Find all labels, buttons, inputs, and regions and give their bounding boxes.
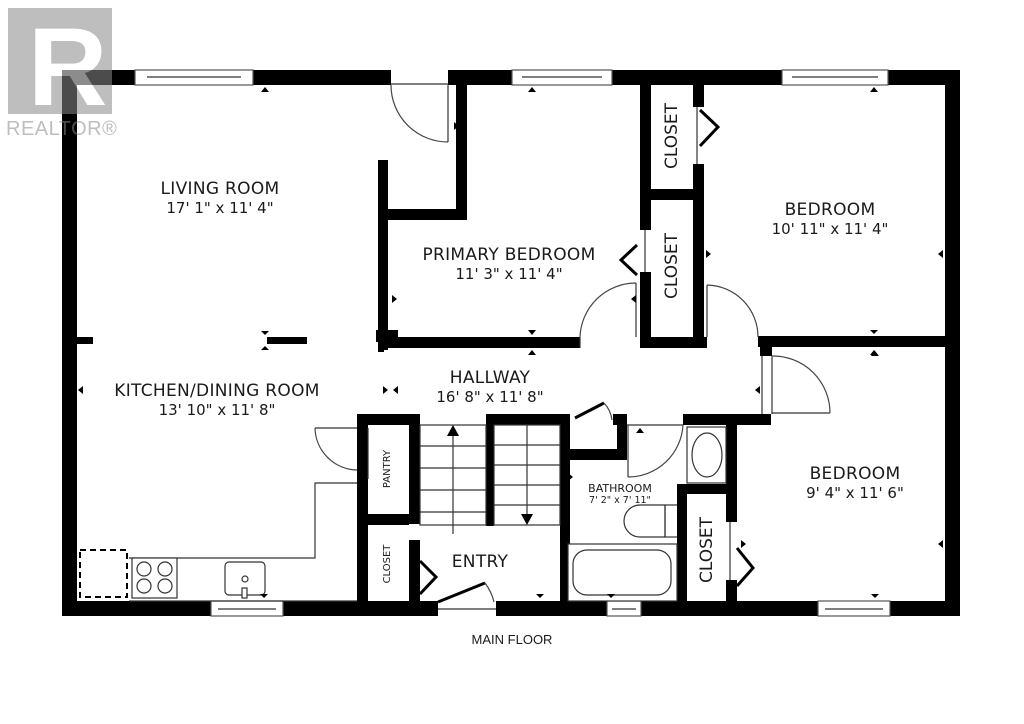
room-dimensions: 13' 10" x 11' 8" (158, 400, 276, 419)
realtor-watermark: R REALTOR® (6, 6, 117, 140)
room-label-living-room: LIVING ROOM 17' 1" x 11' 4" (120, 179, 320, 217)
closet-label-bedroom-2: CLOSET (697, 516, 717, 584)
room-name: ENTRY (451, 552, 509, 572)
room-name: BEDROOM (809, 464, 901, 484)
kitchen-fixtures (79, 482, 357, 602)
room-dimensions: 9' 4" x 11' 6" (806, 483, 904, 502)
room-label-hallway: HALLWAY 16' 8" x 11' 8" (400, 368, 580, 406)
pantry-label: PANTRY (382, 449, 393, 489)
room-label-primary-bedroom: PRIMARY BEDROOM 11' 3" x 11' 4" (394, 245, 624, 283)
room-label-entry: ENTRY (430, 552, 530, 573)
room-dimensions: 7' 2" x 7' 11" (589, 494, 651, 506)
room-name: BATHROOM (588, 482, 652, 495)
room-label-bathroom: BATHROOM 7' 2" x 7' 11" (570, 482, 670, 507)
floor-label: MAIN FLOOR (471, 632, 553, 647)
room-name: LIVING ROOM (160, 179, 280, 199)
interior-walls (77, 85, 960, 616)
door-swings (314, 108, 831, 604)
room-dimensions: 11' 3" x 11' 4" (455, 264, 563, 283)
room-name: PRIMARY BEDROOM (422, 245, 596, 265)
bathroom-fixtures (567, 426, 727, 602)
stairs (419, 424, 561, 534)
windows (134, 69, 891, 617)
room-label-bedroom-2: BEDROOM 9' 4" x 11' 6" (770, 464, 940, 502)
realtor-logo-letter: R (28, 6, 108, 129)
room-label-kitchen-dining: KITCHEN/DINING ROOM 13' 10" x 11' 8" (82, 381, 352, 419)
room-dimensions: 17' 1" x 11' 4" (166, 198, 274, 217)
closet-label-entry: CLOSET (382, 544, 393, 584)
measurement-markers (78, 87, 943, 598)
room-name: BEDROOM (784, 200, 876, 220)
room-name: KITCHEN/DINING ROOM (114, 381, 320, 401)
room-dimensions: 16' 8" x 11' 8" (436, 387, 544, 406)
room-name: HALLWAY (449, 368, 531, 388)
realtor-logo-icon: R (8, 6, 112, 129)
realtor-logo-text: REALTOR® (6, 118, 118, 140)
room-dimensions: 10' 11" x 11' 4" (771, 219, 889, 238)
closet-label-top: CLOSET (662, 102, 682, 170)
closet-label-primary: CLOSET (662, 232, 682, 300)
room-label-bedroom-1: BEDROOM 10' 11" x 11' 4" (730, 200, 930, 238)
